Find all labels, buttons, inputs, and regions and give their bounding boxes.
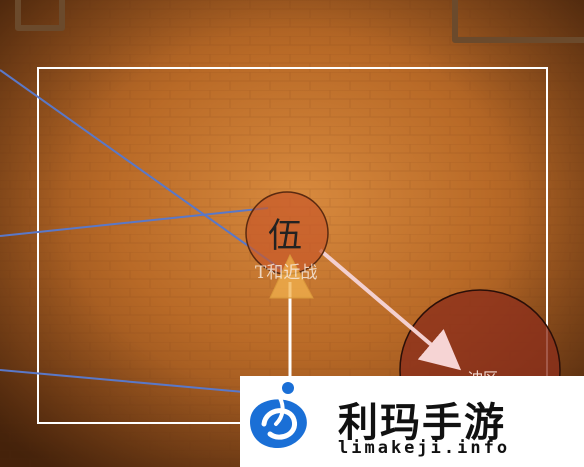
player-label: T和近战	[255, 263, 317, 283]
wall-ornament-right	[452, 0, 584, 43]
watermark-banner: 利玛手游 limakeji.info	[240, 376, 584, 467]
blue-swirl-logo-icon	[250, 382, 307, 448]
facing-indicator	[269, 253, 314, 299]
watermark-brand: 利玛手游	[338, 400, 506, 446]
target-line	[0, 369, 256, 394]
player-glyph: 伍	[268, 216, 302, 256]
attack-arrow	[318, 248, 462, 371]
wall-ornament-left	[15, 0, 65, 31]
watermark-url: limakeji.info	[338, 438, 511, 458]
target-line	[0, 207, 269, 237]
target-line	[0, 69, 286, 273]
